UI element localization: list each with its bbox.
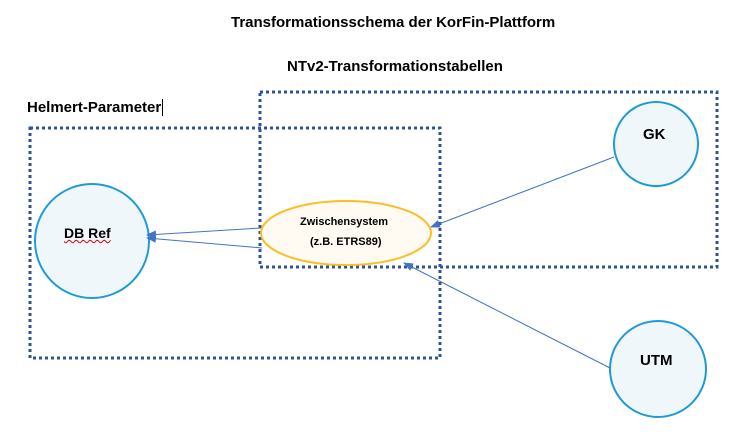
ntv2-label: NTv2-Transformationstabellen: [287, 58, 503, 75]
arrow-intermediate-to-dbref-2: [146, 234, 263, 249]
intermediate-label-line2: (z.B. ETRS89): [310, 236, 382, 248]
db-ref-label: DB Ref: [64, 225, 111, 241]
helmert-box: [28, 126, 442, 360]
utm-label: UTM: [640, 352, 673, 369]
diagram-title: Transformationsschema der KorFin-Plattfo…: [231, 14, 556, 31]
helmert-label-text: Helmert-Parameter: [27, 99, 162, 116]
helmert-label: Helmert-Parameter: [27, 99, 164, 116]
gk-node: [613, 101, 699, 187]
arrow-utm-to-intermediate: [403, 262, 611, 369]
arrow-intermediate-to-dbref-1: [146, 227, 262, 239]
utm-node: [609, 320, 707, 418]
gk-label: GK: [643, 126, 666, 143]
ntv2-box: [258, 90, 719, 269]
intermediate-label-line1: Zwischensystem: [300, 216, 389, 228]
db-ref-node: [34, 183, 150, 299]
intermediate-node: [260, 200, 432, 266]
arrow-gk-to-intermediate: [430, 156, 615, 228]
